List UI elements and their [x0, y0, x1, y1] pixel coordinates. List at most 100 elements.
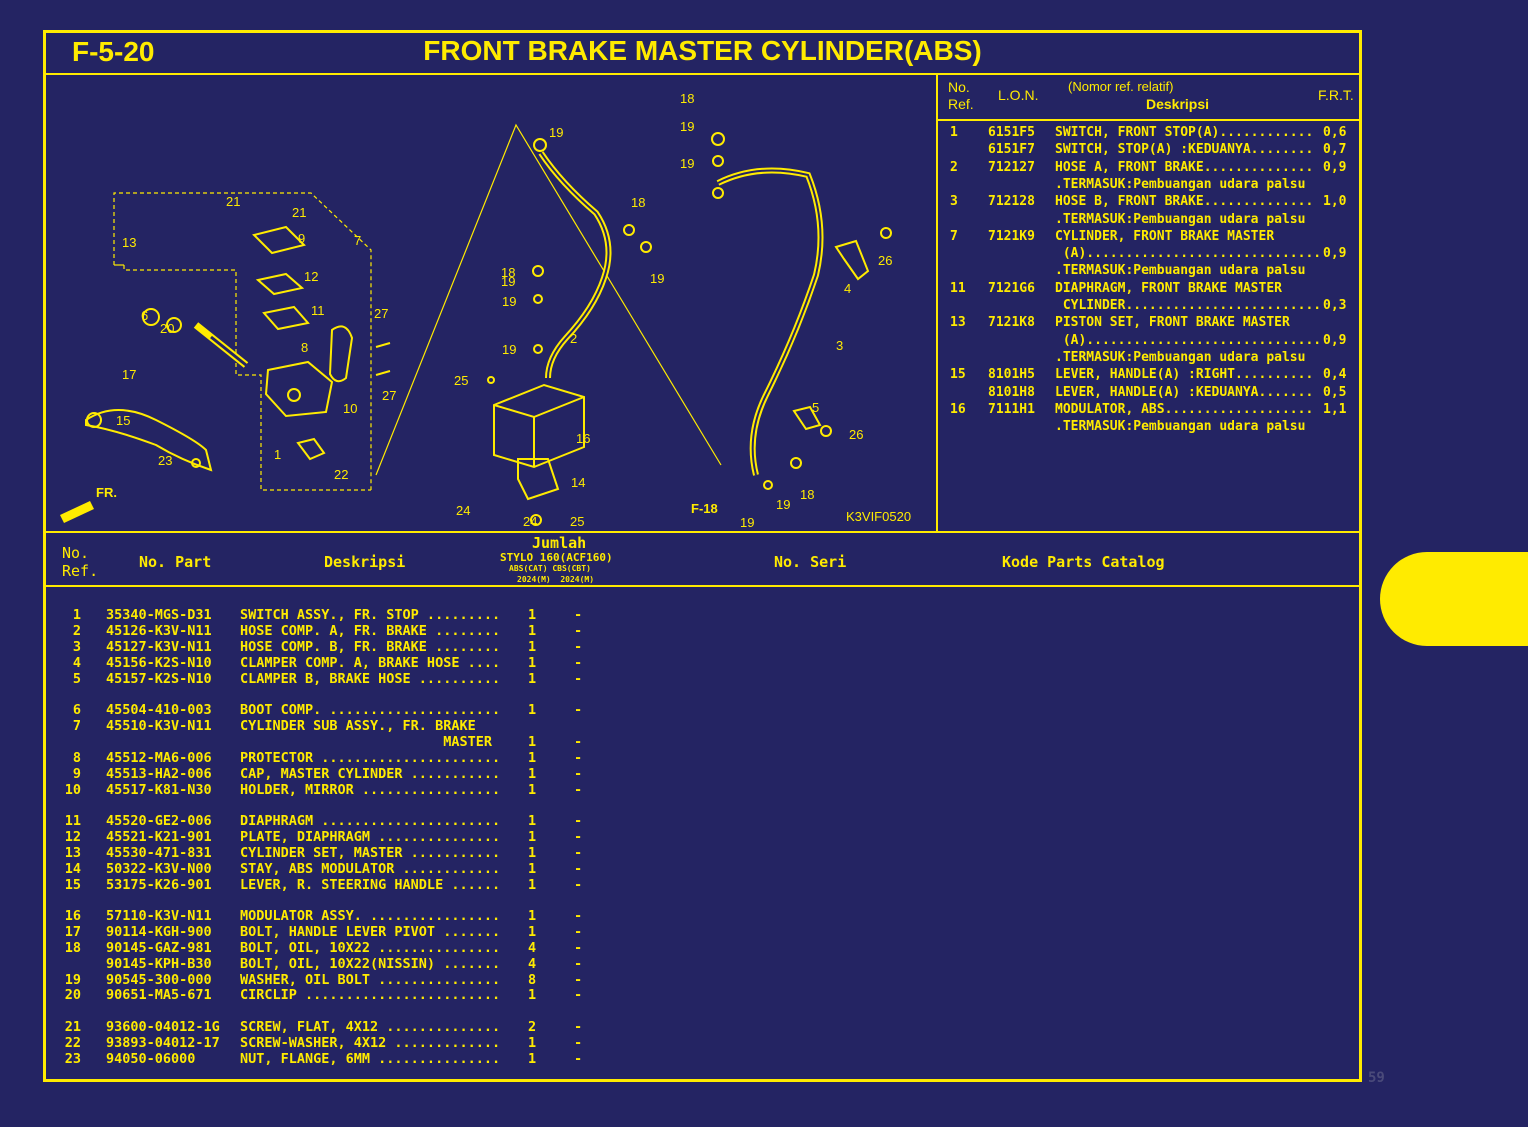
callout-1: 1	[274, 447, 281, 462]
cell-desc: DIAPHRAGM ......................	[240, 812, 501, 829]
cell-part: 90545-300-000	[106, 971, 212, 988]
cell-ref: 7	[72, 717, 81, 734]
callout-12: 12	[304, 269, 318, 284]
cell-q1: 1	[528, 844, 537, 861]
cell-desc: NUT, FLANGE, 6MM ...............	[240, 1050, 501, 1067]
callout-3: 3	[836, 338, 843, 353]
callout-26: 26	[878, 253, 892, 268]
cell-ref: 6	[72, 702, 81, 718]
cell-ref: 12	[64, 828, 81, 845]
frt-frt: 0,6	[1323, 125, 1347, 140]
cell-part: 45521-K21-901	[106, 828, 212, 845]
cell-q2: -	[574, 670, 583, 687]
cell-q1: 1	[528, 733, 537, 750]
cell-ref: 1	[72, 607, 81, 623]
cell-ref: 9	[72, 765, 81, 782]
cell-ref: 21	[64, 1018, 81, 1035]
cell-part: 45126-K3V-N11	[106, 622, 212, 639]
callout-13: 13	[122, 235, 136, 250]
cell-ref: 19	[64, 971, 81, 988]
page-number: 59	[1368, 1070, 1385, 1086]
frt-desc: DIAPHRAGM, FRONT BRAKE MASTER	[1055, 280, 1282, 296]
callout-18: 18	[680, 91, 694, 106]
cell-part: 45157-K2S-N10	[106, 670, 212, 687]
callout-19: 19	[680, 119, 694, 134]
cell-desc: BOOT COMP. .....................	[240, 702, 501, 718]
cell-q2: -	[574, 987, 583, 1004]
cell-q2: -	[574, 923, 583, 940]
frt-desc: (A)..............................	[1055, 332, 1322, 348]
frt-ref: 1	[950, 125, 958, 140]
cell-q1: 1	[528, 654, 537, 671]
frt-desc: LEVER, HANDLE(A) :KEDUANYA.......	[1055, 384, 1314, 400]
frt-col-desc: Deskripsi	[1146, 96, 1210, 112]
cell-q2: -	[574, 607, 583, 623]
frt-row: .TERMASUK:Pembuangan udara palsu	[938, 263, 1359, 280]
callout-24: 24	[456, 503, 470, 518]
ref-label: F-18	[691, 501, 718, 516]
cell-q2: -	[574, 844, 583, 861]
callout-18: 18	[800, 487, 814, 502]
callout-4: 4	[844, 281, 851, 296]
cell-q2: -	[574, 812, 583, 829]
cell-part: 45520-GE2-006	[106, 812, 212, 829]
cell-desc: CLAMPER COMP. A, BRAKE HOSE ....	[240, 654, 501, 671]
cell-q2: -	[574, 781, 583, 798]
cell-ref: 18	[64, 939, 81, 956]
callout-21: 21	[292, 205, 306, 220]
cell-q1: 1	[528, 638, 537, 655]
cell-desc: HOSE COMP. A, FR. BRAKE ........	[240, 622, 501, 639]
frt-lon: 712127	[988, 159, 1035, 175]
frt-frt: 0,9	[1323, 332, 1347, 348]
frt-frt: 0,3	[1323, 298, 1347, 313]
frt-ref: 15	[950, 367, 966, 383]
cell-desc: MASTER	[240, 733, 492, 750]
frt-ref: 2	[950, 159, 958, 175]
callout-10: 10	[343, 401, 357, 416]
cell-q2: -	[574, 654, 583, 671]
cell-q2: -	[574, 939, 583, 956]
cell-ref: 3	[72, 638, 81, 655]
col-variants: ABS(CAT) CBS(CBT)	[509, 564, 591, 573]
callout-25: 25	[570, 514, 584, 529]
frt-col-lon: L.O.N.	[998, 87, 1039, 103]
drawing-code: K3VIF0520	[846, 509, 911, 524]
col-deskripsi: Deskripsi	[324, 553, 406, 571]
cell-q2: -	[574, 860, 583, 877]
cell-q2: -	[574, 971, 583, 988]
cell-desc: CYLINDER SUB ASSY., FR. BRAKE	[240, 717, 476, 734]
cell-desc: SCREW, FLAT, 4X12 ..............	[240, 1018, 501, 1035]
cell-part: 45504-410-003	[106, 702, 212, 718]
callout-27: 27	[374, 306, 388, 321]
frt-desc: .TERMASUK:Pembuangan udara palsu	[1055, 176, 1306, 192]
cell-q1: 2	[528, 1018, 537, 1035]
side-tab[interactable]	[1380, 552, 1528, 646]
cell-part: 90114-KGH-900	[106, 923, 212, 940]
cell-part: 45156-K2S-N10	[106, 654, 212, 671]
cell-desc: SCREW-WASHER, 4X12 .............	[240, 1034, 501, 1051]
cell-ref: 13	[64, 844, 81, 861]
cell-part: 45512-MA6-006	[106, 749, 212, 766]
cell-q2: -	[574, 828, 583, 845]
cell-desc: CIRCLIP ........................	[240, 987, 501, 1004]
callout-11: 11	[311, 303, 325, 318]
callout-19: 19	[501, 274, 515, 289]
cell-desc: PROTECTOR ......................	[240, 749, 501, 766]
frt-frt: 0,4	[1323, 367, 1347, 383]
cell-q1: 1	[528, 702, 537, 718]
col-no-seri: No. Seri	[774, 553, 847, 571]
col-model: STYLO 160(ACF160)	[500, 551, 613, 564]
col-jumlah: Jumlah	[532, 534, 587, 552]
callout-16: 16	[576, 431, 590, 446]
cell-part: 90145-KPH-B30	[106, 955, 212, 972]
